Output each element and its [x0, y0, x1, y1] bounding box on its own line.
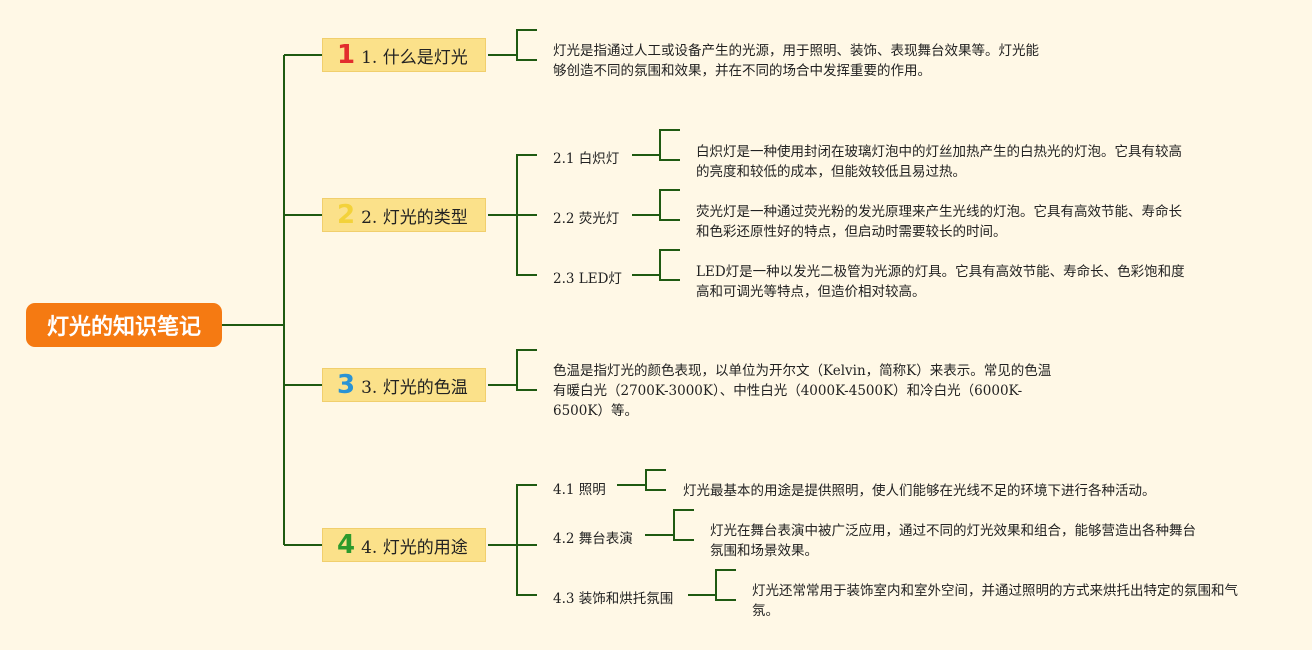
subtopic-2-2-description: 荧光灯是一种通过荧光粉的发光原理来产生光线的灯泡。它具有高效节能、寿命长和色彩还… [696, 204, 1182, 240]
topic-3-node[interactable]: 3 3. 灯光的色温 [322, 368, 486, 402]
subtopic-2-1-bracket [632, 129, 680, 161]
topic-3-desc-bracket [488, 349, 537, 391]
subtopic-2-2-bracket [632, 189, 680, 221]
number-4-badge-icon: 4 [337, 530, 356, 560]
subtopic-4-2-label[interactable]: 4.2 舞台表演 [553, 531, 633, 547]
topic-1-description: 灯光是指通过人工或设备产生的光源，用于照明、装饰、表现舞台效果等。灯光能够创造不… [553, 43, 1039, 79]
number-3-badge-icon: 3 [337, 370, 356, 400]
subtopic-2-1-description: 白炽灯是一种使用封闭在玻璃灯泡中的灯丝加热产生的白热光的灯泡。它具有较高的亮度和… [696, 144, 1182, 180]
root-node[interactable]: 灯光的知识笔记 [26, 303, 222, 347]
topic-2-node[interactable]: 2 2. 灯光的类型 [322, 198, 486, 232]
topic-1-node[interactable]: 1 1. 什么是灯光 [322, 38, 486, 72]
number-1-badge-icon: 1 [337, 40, 356, 70]
subtopic-2-1-label[interactable]: 2.1 白炽灯 [553, 151, 620, 167]
topic-2-branches [488, 154, 537, 276]
subtopic-4-3-label[interactable]: 4.3 装饰和烘托氛围 [553, 591, 674, 607]
topic-4-node[interactable]: 4 4. 灯光的用途 [322, 528, 486, 562]
subtopic-2-3-label[interactable]: 2.3 LED灯 [553, 271, 622, 287]
topic-1-label: 1. 什么是灯光 [361, 47, 468, 68]
subtopic-4-3-description: 灯光还常常用于装饰室内和室外空间，并通过照明的方式来烘托出特定的氛围和气氛。 [752, 583, 1238, 619]
subtopic-4-1-description: 灯光最基本的用途是提供照明，使人们能够在光线不足的环境下进行各种活动。 [683, 483, 1156, 499]
topic-1-desc-bracket [488, 29, 537, 61]
subtopic-4-2-description: 灯光在舞台表演中被广泛应用，通过不同的灯光效果和组合，能够营造出各种舞台氛围和场… [710, 523, 1196, 559]
number-2-badge-icon: 2 [337, 200, 356, 230]
subtopic-4-1-bracket [617, 469, 666, 491]
topic-3-description: 色温是指灯光的颜色表现，以单位为开尔文（Kelvin，简称K）来表示。常见的色温… [553, 363, 1052, 419]
subtopic-4-1-label[interactable]: 4.1 照明 [553, 482, 606, 498]
subtopic-4-3-bracket [688, 569, 736, 601]
subtopic-4-2-bracket [645, 509, 694, 541]
topic-4-label: 4. 灯光的用途 [361, 537, 468, 558]
topic-3-label: 3. 灯光的色温 [361, 377, 468, 398]
topic-2-label: 2. 灯光的类型 [361, 207, 468, 228]
subtopic-2-3-description: LED灯是一种以发光二极管为光源的灯具。它具有高效节能、寿命长、色彩饱和度高和可… [696, 264, 1185, 300]
topic-4-branches [488, 484, 537, 596]
subtopic-2-2-label[interactable]: 2.2 荧光灯 [553, 211, 620, 227]
subtopic-2-3-bracket [632, 249, 680, 281]
